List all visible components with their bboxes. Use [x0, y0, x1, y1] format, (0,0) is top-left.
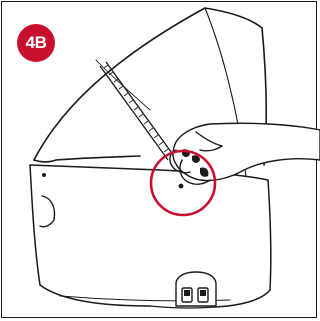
step-number-badge: 4B [17, 24, 55, 62]
hood-rim [34, 156, 140, 162]
step-label: 4B [26, 33, 47, 53]
base-clip [176, 272, 216, 306]
hood-zipper [100, 62, 174, 160]
side-rivet [42, 173, 46, 177]
attachment-point [179, 184, 184, 189]
body-left-side [30, 165, 150, 306]
zipper-teeth [104, 65, 168, 152]
body-right-side [215, 180, 271, 307]
side-handle [40, 196, 55, 227]
